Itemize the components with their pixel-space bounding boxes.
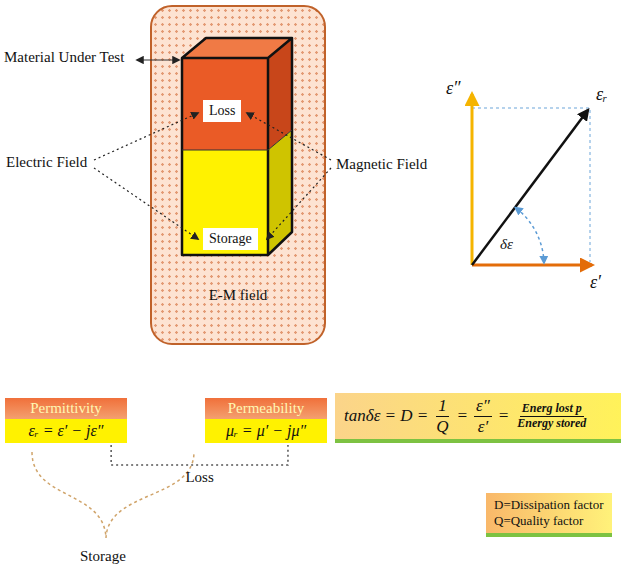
- angle-arc: [515, 208, 544, 264]
- permeability-box: Permeabilityμᵣ = μ′ − jμ″: [205, 398, 327, 443]
- frame-label: E-M field: [152, 287, 324, 304]
- resultant-vector: [472, 110, 588, 265]
- box-heading: Permittivity: [5, 398, 127, 419]
- cube-outline: [182, 38, 292, 255]
- loss-connector: [111, 445, 288, 465]
- part-label: Material Under Test: [4, 49, 124, 66]
- storage-box: Storage: [203, 228, 258, 250]
- formula-part: =: [457, 406, 468, 426]
- denominator: Energy stored: [515, 417, 588, 431]
- formula: εᵣ = ε′ − jε″: [5, 419, 127, 443]
- pointer-arrow: [137, 59, 179, 60]
- box-label: Loss: [209, 103, 235, 119]
- definition-box: D=Dissipation factorQ=Quality factor: [486, 493, 612, 537]
- field-arrow: [267, 168, 331, 239]
- box-label: Storage: [209, 231, 252, 247]
- numerator: Energ lost p: [520, 402, 584, 417]
- formula-part: tanδε = D =: [344, 406, 428, 426]
- vector-label: ε″: [446, 78, 461, 99]
- formula: μᵣ = μ′ − jμ″: [205, 419, 327, 443]
- field-label: Magnetic Field: [336, 156, 427, 173]
- field-arrow: [94, 168, 198, 239]
- cube-divider: [182, 130, 292, 150]
- loss-tangent-formula: tanδε = D = 1Q = ε″ε′ = Energ lost pEnergy st…: [335, 393, 621, 443]
- fraction: 1Q: [434, 396, 450, 436]
- denominator: ε′: [476, 417, 490, 437]
- permittivity-box: Permittivityεᵣ = ε′ − jε″: [5, 398, 127, 443]
- definition-line: D=Dissipation factor: [494, 497, 604, 513]
- cube-storage-face: [182, 150, 268, 255]
- cube-loss-face: [182, 58, 268, 150]
- vector-label: εᵣ: [596, 84, 608, 105]
- definition-line: Q=Quality factor: [494, 513, 604, 529]
- formula-part: =: [498, 406, 509, 426]
- numerator: 1: [436, 396, 449, 417]
- fraction: Energ lost pEnergy stored: [515, 402, 588, 431]
- connector-label: Loss: [185, 469, 213, 486]
- vector-label: ε′: [590, 272, 601, 293]
- field-label: Electric Field: [6, 154, 87, 171]
- field-arrow: [247, 113, 331, 160]
- field-arrow: [94, 113, 198, 160]
- angle-label: δε: [500, 236, 513, 253]
- box-heading: Permeability: [205, 398, 327, 419]
- imaginary-part-vector: [471, 94, 474, 265]
- real-part-vector: [472, 264, 592, 267]
- denominator: Q: [434, 417, 450, 437]
- cube-top: [182, 38, 292, 58]
- loss-box: Loss: [203, 100, 241, 122]
- numerator: ε″: [474, 396, 492, 417]
- brace-label: Storage: [80, 548, 126, 565]
- fraction: ε″ε′: [474, 396, 492, 436]
